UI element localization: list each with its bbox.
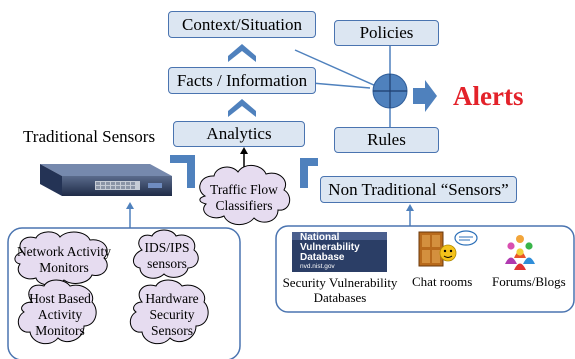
host-based-cloud-shape <box>17 279 97 345</box>
policies-box: Policies <box>334 20 439 46</box>
rules-box: Rules <box>334 127 439 153</box>
traffic-flow-cloud-shape <box>199 165 291 225</box>
traffic-flow-classifiers-label: Traffic Flow Classifiers <box>210 182 278 213</box>
chat-room-icon <box>418 230 478 267</box>
host-based-activity-monitors-label: Host Based Activity Monitors <box>29 291 91 338</box>
nvd-logo-text: National Vulnerability Database nvd.nist… <box>300 232 360 271</box>
security-vulnerability-databases-label: Security Vulnerability Databases <box>282 275 398 305</box>
hardware-security-cloud-shape <box>129 279 209 345</box>
forums-people-icon <box>505 235 535 270</box>
alerts-label: Alerts <box>453 81 524 111</box>
network-activity-monitors-label: Network Activity Monitors <box>16 244 112 275</box>
chevron-up-icon <box>228 44 256 62</box>
traditional-sensors-label: Traditional Sensors <box>23 127 156 146</box>
chevron-right-icon <box>300 158 318 188</box>
forums-blogs-label: Forums/Blogs <box>492 274 566 289</box>
facts-information-box: Facts / Information <box>168 67 316 94</box>
network-appliance-image <box>40 164 172 196</box>
chevron-up-icon <box>228 99 256 117</box>
arrow-right-icon <box>413 80 437 112</box>
chevron-left-icon <box>170 155 195 188</box>
network-activity-cloud-shape <box>14 231 108 286</box>
non-traditional-sensors-box: Non Traditional “Sensors” <box>320 176 517 203</box>
chat-rooms-label: Chat rooms <box>412 274 473 289</box>
combiner-circle-icon <box>372 73 408 109</box>
ids-ips-cloud-shape <box>133 229 199 279</box>
hardware-security-sensors-label: Hardware Security Sensors <box>145 291 199 338</box>
ids-ips-sensors-label: IDS/IPS sensors <box>144 240 190 271</box>
context-situation-box: Context/Situation <box>168 11 316 38</box>
analytics-box: Analytics <box>173 121 305 147</box>
